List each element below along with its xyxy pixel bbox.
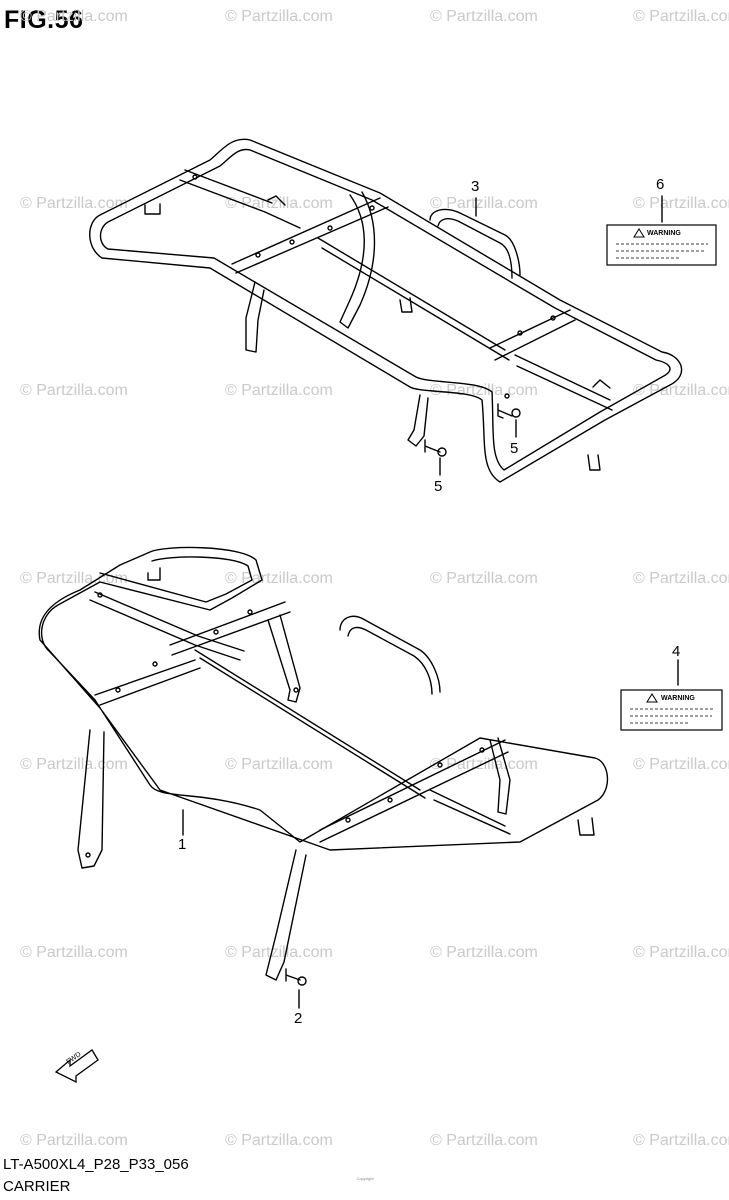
watermark: © Partzilla.com — [633, 8, 729, 25]
watermark: © Partzilla.com — [225, 8, 333, 25]
bolt-icon — [424, 439, 447, 457]
watermark: © Partzilla.com — [430, 382, 538, 399]
warning-label-6 — [606, 224, 717, 266]
warning-label-text: WARNING — [661, 695, 695, 702]
model-code: LT-A500XL4_P28_P33_056 — [3, 1156, 189, 1173]
warning-label-3 — [620, 689, 723, 731]
watermark: © Partzilla.com — [225, 1132, 333, 1149]
callout-number: 5 — [510, 440, 519, 457]
callout-number: 3 — [471, 178, 480, 195]
watermark: © Partzilla.com — [20, 195, 128, 212]
figure-name: CARRIER — [3, 1178, 71, 1195]
watermark: © Partzilla.com — [20, 944, 128, 961]
watermark: © Partzilla.com — [20, 8, 128, 25]
watermark: © Partzilla.com — [225, 382, 333, 399]
watermark: © Partzilla.com — [633, 944, 729, 961]
front-carrier-frame — [38, 546, 609, 981]
watermark: © Partzilla.com — [225, 944, 333, 961]
watermark: © Partzilla.com — [633, 382, 729, 399]
watermark: © Partzilla.com — [20, 382, 128, 399]
watermark: © Partzilla.com — [430, 195, 538, 212]
watermark: © Partzilla.com — [633, 195, 729, 212]
fwd-arrow-icon — [54, 1049, 99, 1084]
watermark: © Partzilla.com — [225, 756, 333, 773]
callout-number: 2 — [294, 1010, 303, 1027]
rear-carrier-frame — [89, 138, 683, 483]
watermark: © Partzilla.com — [633, 756, 729, 773]
watermark: © Partzilla.com — [225, 570, 333, 587]
warning-label-text: WARNING — [647, 230, 681, 237]
watermark: © Partzilla.com — [430, 8, 538, 25]
copyright-note: Copyright — [356, 1176, 374, 1181]
watermark: © Partzilla.com — [430, 756, 538, 773]
watermark: © Partzilla.com — [430, 944, 538, 961]
callout-number: 5 — [434, 478, 443, 495]
watermark: © Partzilla.com — [430, 1132, 538, 1149]
figure-title: FIG.56 — [4, 6, 84, 34]
callout-number: 4 — [672, 643, 681, 660]
bolt-icon — [497, 403, 521, 419]
callout-number: 1 — [178, 836, 187, 853]
bolt-icon — [285, 968, 307, 986]
watermark: © Partzilla.com — [633, 1132, 729, 1149]
watermark: © Partzilla.com — [430, 570, 538, 587]
watermark: © Partzilla.com — [20, 756, 128, 773]
callout-number: 6 — [656, 176, 665, 193]
watermark: © Partzilla.com — [633, 570, 729, 587]
watermark: © Partzilla.com — [20, 1132, 128, 1149]
